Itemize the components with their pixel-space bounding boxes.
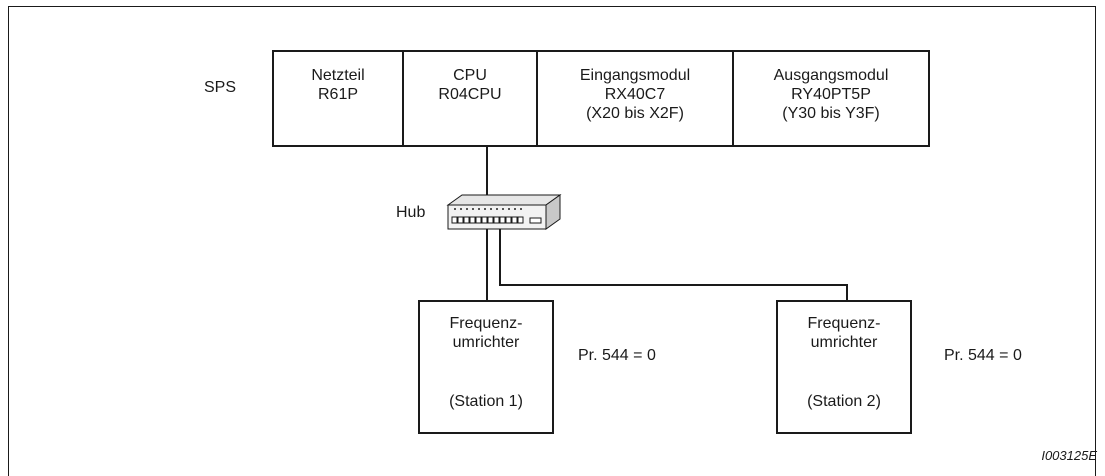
inverter-label-line2: umrichter bbox=[452, 334, 520, 351]
figure-frame bbox=[8, 6, 1096, 476]
inverter-label-line1: Frequenz- bbox=[449, 315, 523, 332]
power-supply-module: Netzteil R61P bbox=[274, 52, 404, 145]
hub-to-station2-wire-vertical-b bbox=[846, 284, 848, 301]
plc-rack: Netzteil R61P CPU R04CPU Eingangsmodul R… bbox=[272, 50, 930, 147]
module-model: R04CPU bbox=[438, 86, 502, 103]
hub-to-station1-wire bbox=[486, 228, 488, 301]
param-label-station-1: Pr. 544 = 0 bbox=[578, 347, 656, 364]
cpu-module: CPU R04CPU bbox=[404, 52, 538, 145]
inverter-station-1: Frequenz- umrichter (Station 1) bbox=[418, 300, 554, 434]
hub-label: Hub bbox=[396, 204, 426, 221]
inverter-label-line1: Frequenz- bbox=[807, 315, 881, 332]
cpu-to-hub-wire bbox=[486, 147, 488, 197]
station-number: (Station 2) bbox=[807, 393, 881, 410]
module-model: R61P bbox=[317, 86, 359, 103]
module-label: Netzteil bbox=[311, 67, 365, 84]
hub-to-station2-wire-vertical-a bbox=[499, 228, 501, 285]
module-model: RY40PT5P bbox=[791, 86, 871, 103]
input-module: Eingangsmodul RX40C7 (X20 bis X2F) bbox=[538, 52, 734, 145]
module-label: Ausgangsmodul bbox=[773, 67, 889, 84]
output-module: Ausgangsmodul RY40PT5P (Y30 bis Y3F) bbox=[734, 52, 928, 145]
param-label-station-2: Pr. 544 = 0 bbox=[944, 347, 1022, 364]
module-range: (X20 bis X2F) bbox=[586, 105, 684, 122]
plc-label: SPS bbox=[204, 79, 237, 96]
module-label: Eingangsmodul bbox=[579, 67, 691, 84]
module-model: RX40C7 bbox=[604, 86, 666, 103]
station-number: (Station 1) bbox=[449, 393, 523, 410]
module-label: CPU bbox=[453, 67, 487, 84]
figure-id: I003125E bbox=[1041, 448, 1097, 463]
module-range: (Y30 bis Y3F) bbox=[782, 105, 880, 122]
hub-to-station2-wire-horizontal bbox=[499, 284, 848, 286]
network-hub-icon bbox=[446, 194, 562, 230]
inverter-station-2: Frequenz- umrichter (Station 2) bbox=[776, 300, 912, 434]
inverter-label-line2: umrichter bbox=[810, 334, 878, 351]
